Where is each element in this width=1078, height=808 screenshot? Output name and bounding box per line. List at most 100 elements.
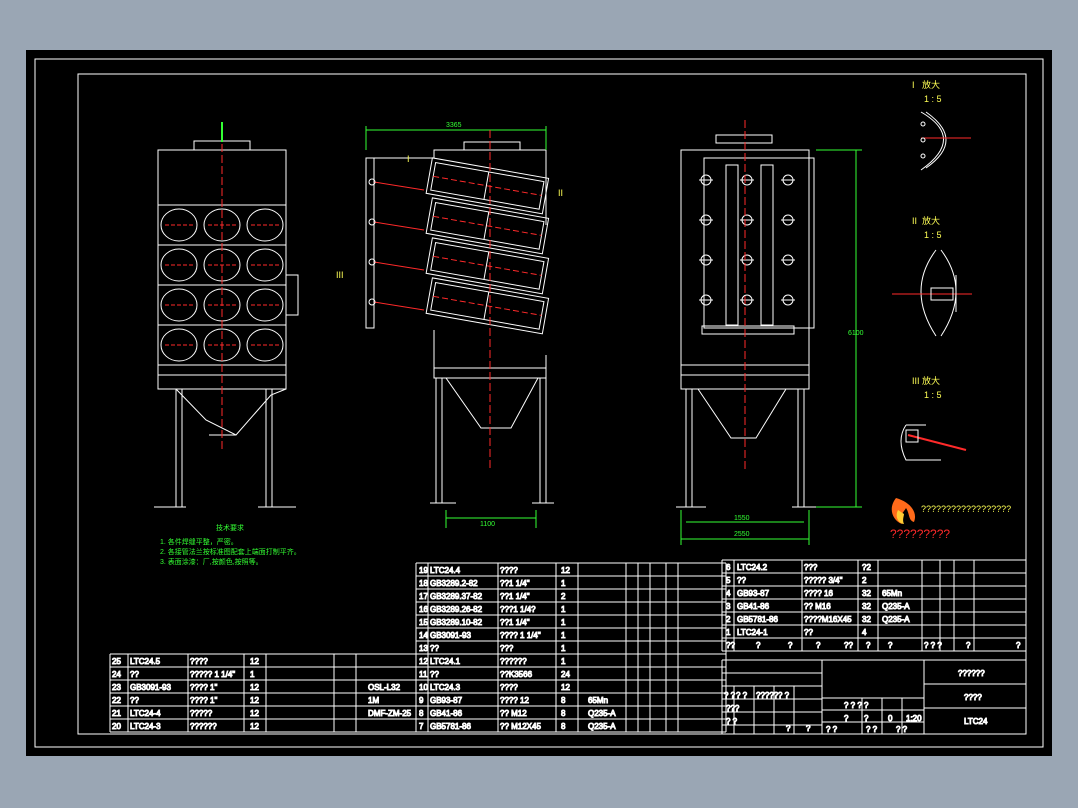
bom-cell-name: ??? — [500, 644, 514, 653]
pulse-pipe — [373, 261, 425, 271]
bom-cell-code: ?? — [430, 644, 439, 653]
bom-cell-name: ????M16X45 — [804, 615, 852, 624]
bom-cell-qty: 2 — [561, 592, 566, 601]
bom-cell-qty: 8 — [561, 696, 566, 705]
bom-cell-qty: 1 — [561, 618, 566, 627]
detail-label: III — [912, 376, 920, 386]
side-view — [365, 129, 554, 504]
bom-cell-qty: 2 — [862, 576, 867, 585]
tech-notes-title: 技术要求 — [216, 523, 244, 532]
bom-note: 1M — [368, 696, 379, 705]
tech-note: 3. 表面涂漆：厂,按颜色,按照等。 — [160, 557, 263, 566]
tilted-filter-row — [425, 277, 550, 335]
bom-cell-name: ??1 1/4" — [500, 592, 530, 601]
title-block-cell: ? ? — [866, 725, 878, 734]
tilted-filter-bank — [368, 157, 550, 335]
bom-cell-name: ???? 1" — [190, 696, 217, 705]
bom-cell-code: ?? — [130, 670, 139, 679]
bom-cell-name: ???? 16 — [804, 589, 833, 598]
bom-header-cell: ? — [816, 641, 821, 650]
bom-cell-qty: 32 — [862, 589, 871, 598]
bom-header-cell: ? — [1016, 641, 1021, 650]
detail-view-1 — [920, 111, 971, 171]
bom-cell-no: 11 — [419, 670, 428, 679]
bom-cell-name: ??1 1/4" — [500, 618, 530, 627]
bom-cell-code: GB41-86 — [430, 709, 463, 718]
title-block-cell: ????? — [756, 691, 779, 700]
sheet-number: 0 — [888, 714, 893, 723]
filter-cartridge-end — [203, 208, 241, 242]
bom-header-cell: ? — [888, 641, 893, 650]
bom-cell-qty: 1 — [561, 631, 566, 640]
pulse-valve — [368, 178, 376, 186]
filter-cartridge-end — [160, 328, 198, 362]
bom-cell-qty: 12 — [250, 696, 259, 705]
bom-cell-name: ?? M16 — [804, 602, 831, 611]
bom-cell-no: 2 — [726, 615, 731, 624]
bom-cell-no: 15 — [419, 618, 428, 627]
detail-ratio: 1 : 5 — [924, 94, 942, 104]
bom-cell-name: ?????? — [190, 722, 217, 731]
bom-note: DMF-ZM-25 — [368, 709, 412, 718]
bom-cell-no: 5 — [726, 576, 731, 585]
bom-cell-name: ???1 1/4? — [500, 605, 536, 614]
bom-cell-code: GB3091-93 — [130, 683, 171, 692]
bom-cell-qty: 32 — [862, 602, 871, 611]
bom-cell-qty: 4 — [862, 628, 867, 637]
bom-cell-no: 6 — [726, 563, 731, 572]
bom-cell-material: Q235-A — [882, 602, 910, 611]
bom-cell-qty: 1 — [561, 657, 566, 666]
bom-cell-name: ???? 1 1/4" — [500, 631, 541, 640]
bom-cell-name: ???? — [190, 657, 208, 666]
pulse-valves-rear — [699, 174, 795, 306]
bom-cell-no: 24 — [112, 670, 121, 679]
bom-cell-name: ????? 1 1/4" — [190, 670, 235, 679]
bom-cell-qty: 12 — [561, 566, 570, 575]
title-block-cell: ? ? — [726, 717, 738, 726]
filter-cartridge-end — [246, 208, 284, 242]
bom-cell-qty: 1 — [561, 605, 566, 614]
bom-cell-qty: 12 — [561, 683, 570, 692]
callout-label: II — [558, 188, 563, 198]
bom-cell-qty: 1 — [250, 670, 255, 679]
bom-cell-no: 10 — [419, 683, 428, 692]
title-block-cell: ? ? — [736, 691, 748, 700]
bom-cell-no: 1 — [726, 628, 731, 637]
bom-cell-qty: 24 — [561, 670, 570, 679]
bom-cell-no: 22 — [112, 696, 121, 705]
bom-cell-code: GB93-87 — [430, 696, 463, 705]
bom-cell-no: 25 — [112, 657, 121, 666]
bom-cell-code: GB41-86 — [737, 602, 770, 611]
bom-cell-no: 12 — [419, 657, 428, 666]
bom-cell-no: 13 — [419, 644, 428, 653]
bom-cell-code: LTC24-3 — [130, 722, 161, 731]
callout-label: III — [336, 270, 344, 280]
front-view — [154, 140, 299, 508]
title-block-cell: ? — [806, 724, 811, 733]
tilted-filter-row — [425, 237, 550, 295]
rear-view — [676, 134, 816, 508]
bom-cell-qty: 12 — [250, 722, 259, 731]
pulse-pipe — [373, 221, 425, 231]
bom-header-cell: ?? — [844, 641, 853, 650]
pulse-pipe — [373, 181, 425, 191]
callout-label: I — [407, 154, 410, 164]
bom-cell-qty: 12 — [250, 683, 259, 692]
bom-cell-no: 9 — [419, 696, 424, 705]
bom-cell-no: 8 — [419, 709, 424, 718]
bom-cell-name: ?? M12X45 — [500, 722, 541, 731]
bom-cell-no: 17 — [419, 592, 428, 601]
filter-cartridge-end — [160, 248, 198, 282]
title-block-cell: ? ? — [896, 725, 908, 734]
detail-scale-text: 放大 — [922, 375, 940, 386]
bom-cell-code: GB5781-86 — [430, 722, 471, 731]
title-block-cell: ? ? ? ? — [844, 701, 869, 710]
bom-header-cell: ? — [788, 641, 793, 650]
bom-cell-name: ???? 12 — [500, 696, 529, 705]
bom-cell-code: ?? — [430, 670, 439, 679]
bom-note: OSL-L32 — [368, 683, 401, 692]
bom-cell-name: ??1 1/4" — [500, 579, 530, 588]
bom-cell-code: GB3289.10-82 — [430, 618, 483, 627]
